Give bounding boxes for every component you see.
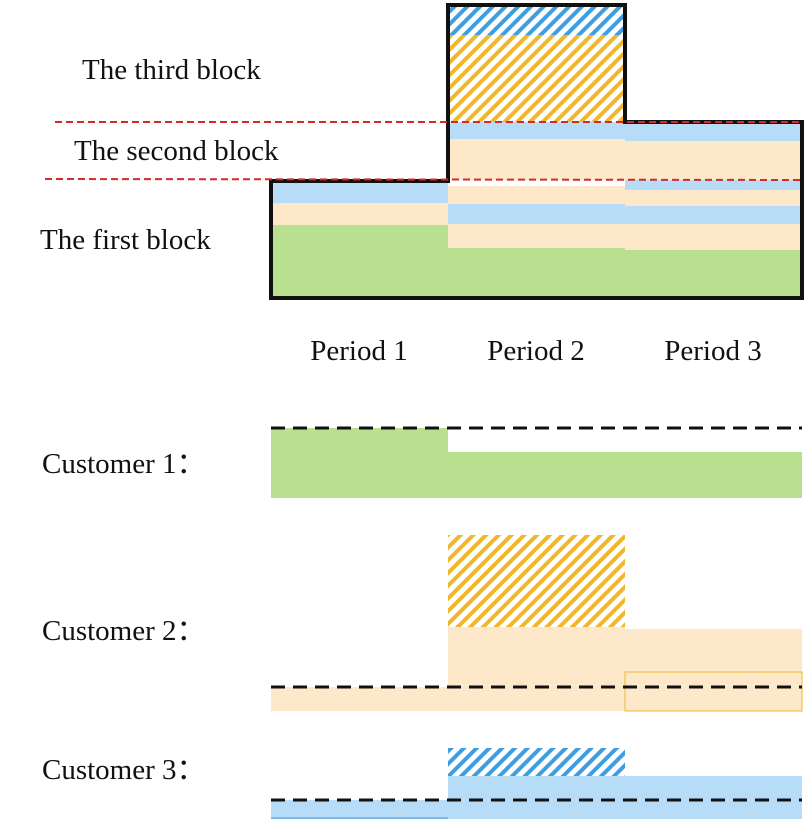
p1-peach-segment [271, 203, 448, 225]
p1-blue-segment [271, 181, 448, 203]
p2-peach-segment-low [448, 224, 625, 248]
p3-blue-segment-high [625, 122, 802, 141]
customer-1-row: Customer 1： [42, 426, 802, 498]
label-second-block: The second block [74, 135, 279, 167]
p2-green-segment [448, 248, 625, 298]
label-third-block: The third block [82, 54, 261, 86]
p2-orange-hatched-segment [448, 35, 625, 122]
customer-1-p1-green [271, 428, 448, 498]
customer-3-p23-blue [448, 776, 802, 800]
label-first-block: The first block [40, 224, 211, 256]
p3-peach-segment-high [625, 141, 802, 180]
p3-blue-segment-mid [625, 180, 802, 190]
stacked-blocks: The third block The second block The fir… [40, 3, 804, 300]
p1-green-segment [271, 225, 448, 298]
p2-peach-segment-high [448, 139, 625, 180]
customer-1-p23-green [448, 452, 802, 498]
customer-3-base-blue [271, 800, 802, 819]
p2-peach-segment-mid [448, 186, 625, 204]
blocks-outline [269, 3, 804, 300]
p3-peach-segment-low [625, 224, 802, 250]
customer-1-label: Customer 1： [42, 448, 206, 480]
customer-3-row: Customer 3： [42, 748, 802, 819]
customer-2-p3-outlined-segment [624, 671, 803, 712]
customer-3-p2-blue-hatched [448, 748, 625, 776]
p2-blue-segment-high [448, 122, 625, 139]
customer-2-p2-peach [448, 627, 625, 687]
customer-2-p3-peach [625, 629, 802, 687]
customer-2-p2-orange-hatched [448, 535, 625, 627]
separator-second-first [44, 178, 803, 181]
period-label-3: Period 3 [664, 335, 761, 367]
period-labels: Period 1 Period 2 Period 3 [310, 335, 761, 367]
period-label-1: Period 1 [310, 335, 407, 367]
customer-2-base-peach [271, 687, 802, 711]
customer-2-row: Customer 2： [42, 535, 803, 712]
p2-blue-hatched-segment [448, 5, 625, 35]
p3-peach-segment-mid [625, 190, 802, 206]
p2-blue-segment-low [448, 204, 625, 224]
customer-3-label: Customer 3： [42, 754, 206, 786]
period-label-2: Period 2 [487, 335, 584, 367]
p3-blue-segment-low [625, 206, 802, 224]
p3-green-segment [625, 250, 802, 298]
customer-2-label: Customer 2： [42, 615, 206, 647]
